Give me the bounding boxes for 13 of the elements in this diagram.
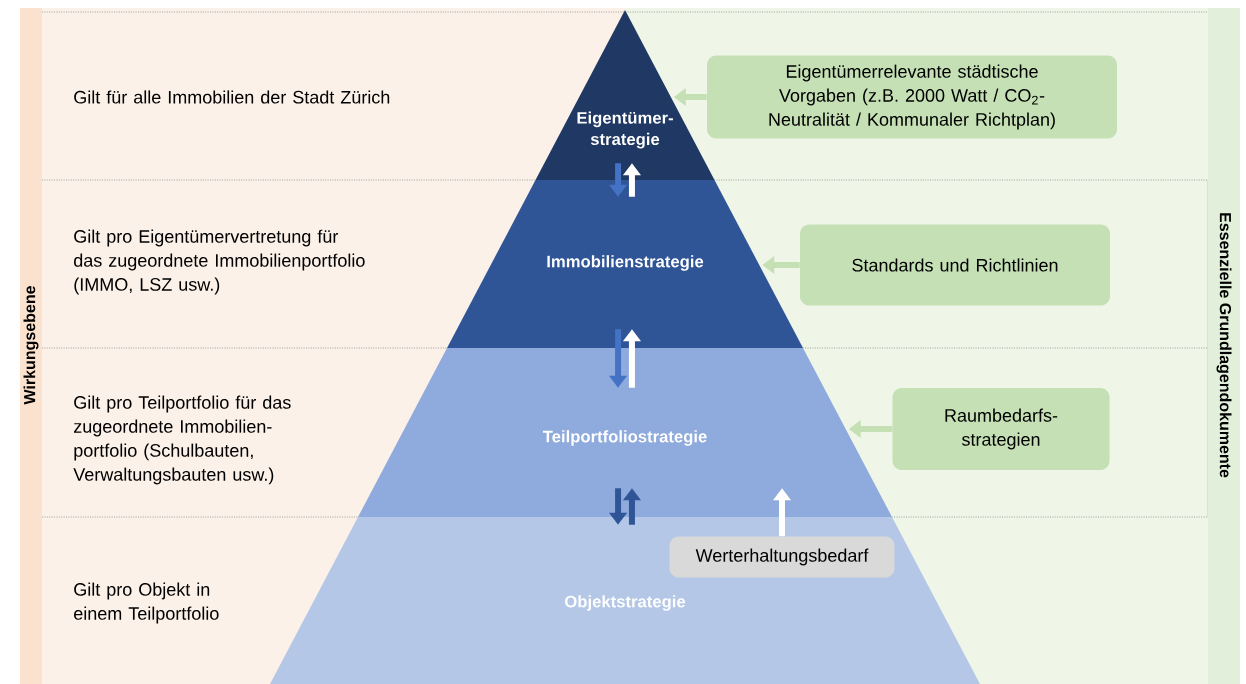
side-band: Wirkungsebene (20, 8, 42, 684)
pyramid-level: Teilportfoliostrategie (358, 348, 892, 517)
description-text: Gilt für alle Immobilien der Stadt Zürich (74, 90, 390, 104)
text-box: Standards und Richtlinien (800, 224, 1110, 306)
description-text: Gilt pro Eigentümervertretung für das zugeordnete Immobilienportfolio (IMMO, LSZ usw.) (74, 229, 365, 295)
description-text: Gilt pro Objekt in einem Teilportfolio (74, 582, 219, 624)
pyramid-level: Immobilienstrategie (447, 180, 803, 348)
side-band: Essenzielle Grundlagendokumente (1208, 8, 1240, 684)
text-box: Eigentümerrelevante städtische Vorgaben (z.B. 2000 Watt / CO$_{2}$-Neutralität / Kommunaler Richtplan) (707, 55, 1117, 139)
text-box: Werterhaltungsbedarf (669, 536, 895, 578)
text-box: Raumbedarfs- strategien (892, 388, 1110, 470)
description-text: Gilt pro Teilportfolio für das zugeordnete Immobilien- portfolio (Schulbauten, Verwaltungsbauten usw.) (73, 395, 291, 485)
pyramid-level: Eigentümer- strategie (535, 10, 715, 180)
